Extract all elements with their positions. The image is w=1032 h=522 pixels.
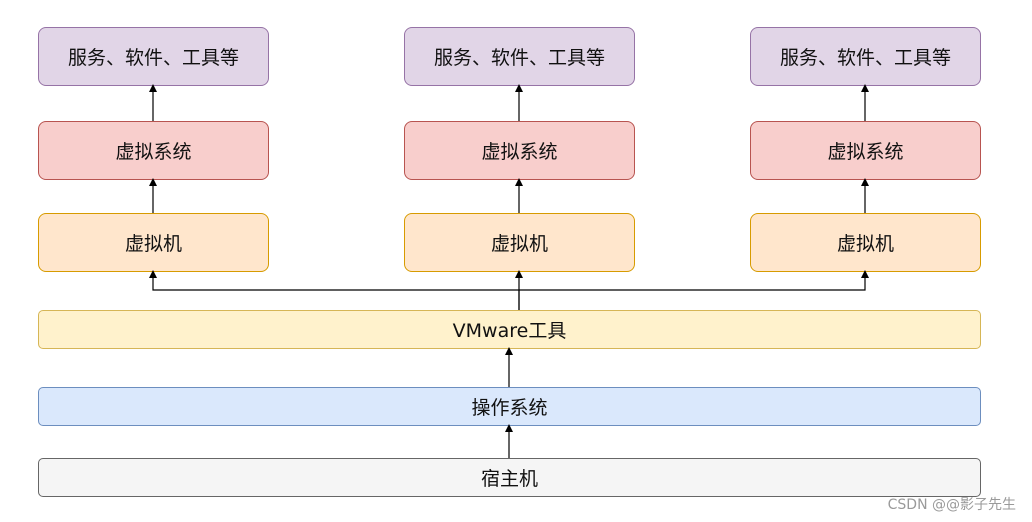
host-machine-box: 宿主机 xyxy=(38,458,981,497)
vm-label-2: 虚拟机 xyxy=(490,233,548,255)
service-label-2: 服务、软件、工具等 xyxy=(433,47,605,69)
guest-os-label-3: 虚拟系统 xyxy=(827,141,904,163)
vmware-tool-box: VMware工具 xyxy=(38,310,981,349)
watermark: CSDN @@影子先生 xyxy=(887,497,1016,513)
guest-os-box-3: 虚拟系统 xyxy=(750,121,981,180)
guest-os-box-2: 虚拟系统 xyxy=(404,121,635,180)
host-os-label: 操作系统 xyxy=(471,397,548,419)
service-label-1: 服务、软件、工具等 xyxy=(67,47,239,69)
service-box-3: 服务、软件、工具等 xyxy=(750,27,981,86)
vm-label-3: 虚拟机 xyxy=(836,233,894,255)
vmware-tool-label: VMware工具 xyxy=(452,320,567,342)
arrow-vmware-to-vm-1 xyxy=(149,270,520,310)
arrow-vmware-to-vm-3 xyxy=(519,270,869,291)
vm-box-1: 虚拟机 xyxy=(38,213,269,272)
vm-box-2: 虚拟机 xyxy=(404,213,635,272)
guest-os-label-1: 虚拟系统 xyxy=(115,141,192,163)
vm-label-1: 虚拟机 xyxy=(124,233,182,255)
service-box-1: 服务、软件、工具等 xyxy=(38,27,269,86)
vm-box-3: 虚拟机 xyxy=(750,213,981,272)
guest-os-label-2: 虚拟系统 xyxy=(481,141,558,163)
service-label-3: 服务、软件、工具等 xyxy=(779,47,951,69)
host-machine-label: 宿主机 xyxy=(480,468,538,490)
